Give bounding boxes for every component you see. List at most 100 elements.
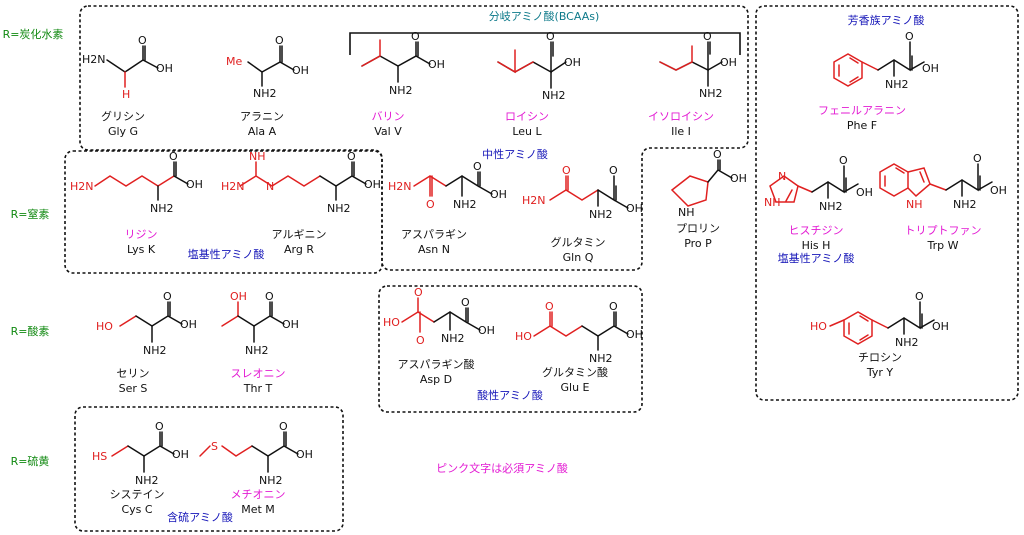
gln-o2: O <box>609 164 618 177</box>
aa-name-val: バリン <box>371 110 405 123</box>
aa-name-glu: グルタミン酸 <box>542 366 608 379</box>
row-label-oxygen: R=酸素 <box>10 325 50 338</box>
aa-name-phe: フェニルアラニン <box>818 104 906 117</box>
phe-oh: OH <box>922 62 939 75</box>
asn-nh2: NH2 <box>453 198 477 211</box>
thr-nh2: NH2 <box>245 344 269 357</box>
aa-code-tyr: Tyr Y <box>866 366 894 379</box>
gly-structure <box>106 45 159 88</box>
aa-name-ala: アラニン <box>240 110 284 123</box>
tyr-ho: HO <box>810 320 827 333</box>
met-nh2: NH2 <box>259 474 283 487</box>
aa-code-trp: Trp W <box>927 239 959 252</box>
aa-name-asn: アスパラギン <box>401 228 467 241</box>
asp-nh2: NH2 <box>441 332 465 345</box>
aa-name-asp: アスパラギン酸 <box>397 358 475 371</box>
ser-ho: HO <box>96 320 113 333</box>
asp-o3: O <box>461 296 470 309</box>
asp-o2: O <box>416 334 425 347</box>
asn-o: O <box>426 198 435 211</box>
trp-nh2: NH2 <box>953 198 977 211</box>
aa-code-lys: Lys K <box>126 243 156 256</box>
met-o: O <box>279 420 288 433</box>
group-label-basic-his: 塩基性アミノ酸 <box>777 252 855 265</box>
his-nh2: NH2 <box>819 200 843 213</box>
aa-code-thr: Thr T <box>243 382 273 395</box>
aa-code-arg: Arg R <box>284 243 314 256</box>
aa-name-gly: グリシン <box>101 110 145 123</box>
acidic-group-box <box>378 285 643 413</box>
pro-nh: NH <box>678 206 695 219</box>
ala-nh2: NH2 <box>253 87 277 100</box>
aa-code-asp: Asp D <box>419 373 453 386</box>
arg-n: N <box>266 180 274 193</box>
trp-structure <box>879 163 993 198</box>
basic-group-box <box>64 150 383 274</box>
met-s: S <box>211 440 218 453</box>
glu-ho: HO <box>515 330 532 343</box>
row-label-nitrogen: R=窒素 <box>10 208 50 221</box>
arg-structure <box>239 161 367 201</box>
ala-o: O <box>275 34 284 47</box>
aa-name-cys: システイン <box>109 488 165 501</box>
gly-o: O <box>138 34 147 47</box>
aa-name-his: ヒスチジン <box>788 224 844 237</box>
arg-nh: NH <box>249 150 266 163</box>
glu-o: O <box>545 300 554 313</box>
glu-structure <box>533 311 629 351</box>
thr-structure <box>221 301 285 343</box>
asp-structure <box>401 297 481 333</box>
aa-code-gln: Gln Q <box>562 251 594 264</box>
phe-structure <box>833 41 925 87</box>
asn-oh: OH <box>490 188 507 201</box>
group-label-acidic: 酸性アミノ酸 <box>477 389 543 402</box>
phe-o: O <box>905 30 914 43</box>
gln-h2n: H2N <box>522 194 546 207</box>
aa-code-glu: Glu E <box>560 381 590 394</box>
ala-structure <box>247 45 295 87</box>
pro-o: O <box>713 148 722 161</box>
leu-oh: OH <box>564 56 581 69</box>
aa-code-ile: Ile I <box>671 125 691 138</box>
ile-nh2: NH2 <box>699 87 723 100</box>
trp-oh: OH <box>990 184 1007 197</box>
pro-structure <box>670 159 733 207</box>
glu-nh2: NH2 <box>589 352 613 365</box>
group-label-neutral: 中性アミノ酸 <box>482 148 548 161</box>
aa-name-leu: ロイシン <box>505 110 549 123</box>
asp-ho: HO <box>383 316 400 329</box>
gln-o: O <box>562 164 571 177</box>
aa-name-pro: プロリン <box>676 222 720 235</box>
pro-oh: OH <box>730 172 747 185</box>
hydrocarbon-group-box <box>79 5 749 271</box>
row-label-sulfur: R=硫黄 <box>10 455 50 468</box>
tyr-oh: OH <box>932 320 949 333</box>
glu-o2: O <box>609 300 618 313</box>
his-n: N <box>778 170 786 183</box>
cys-hs: HS <box>92 450 107 463</box>
val-oh: OH <box>428 58 445 71</box>
aa-code-gly: Gly G <box>107 125 139 138</box>
lys-structure <box>94 161 189 201</box>
aa-name-lys: リジン <box>124 228 158 241</box>
asn-h2n: H2N <box>388 180 412 193</box>
bcaa-bracket <box>349 32 741 55</box>
aa-code-met: Met M <box>241 503 275 516</box>
lys-o: O <box>169 150 178 163</box>
group-label-aromatic: 芳香族アミノ酸 <box>847 14 925 27</box>
tyr-o: O <box>915 290 924 303</box>
arg-oh: OH <box>364 178 381 191</box>
aa-code-pro: Pro P <box>684 237 712 250</box>
aa-name-trp: トリプトファン <box>904 224 982 237</box>
ser-o: O <box>163 290 172 303</box>
aa-name-thr: スレオニン <box>230 367 286 380</box>
tyr-nh2: NH2 <box>895 336 919 349</box>
asn-structure <box>413 171 493 197</box>
ala-oh: OH <box>292 64 309 77</box>
aa-name-tyr: チロシン <box>858 351 902 364</box>
ser-nh2: NH2 <box>143 344 167 357</box>
aa-name-ile: イソロイシン <box>648 110 714 123</box>
aa-name-met: メチオニン <box>230 488 286 501</box>
aa-code-cys: Cys C <box>121 503 153 516</box>
met-oh: OH <box>296 448 313 461</box>
